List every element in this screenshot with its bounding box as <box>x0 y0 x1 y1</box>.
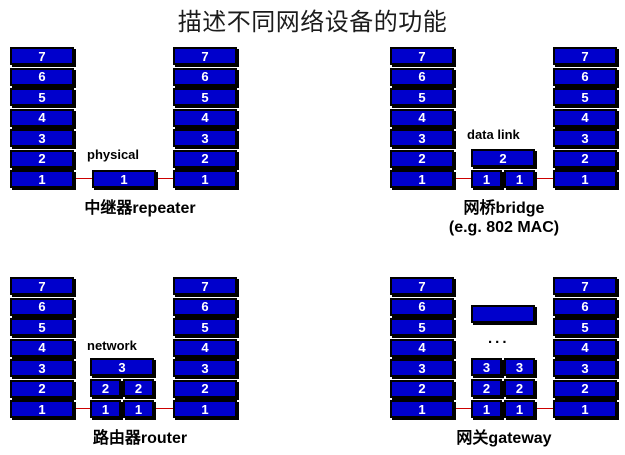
router-right-layer-3: 3 <box>173 359 237 377</box>
gateway-physical-box-right: 1 <box>504 400 535 418</box>
router-right-layer-7: 7 <box>173 277 237 295</box>
repeater-right-layer-4: 4 <box>173 108 237 127</box>
gateway-left-layer-7: 7 <box>390 277 454 295</box>
router-right-layer-2: 2 <box>173 379 237 398</box>
gateway-upper-layer-box <box>471 305 535 323</box>
bridge-right-layer-3: 3 <box>553 129 617 147</box>
repeater-right-layer-2: 2 <box>173 149 237 168</box>
gateway-network-box-right: 3 <box>504 358 535 376</box>
router-left-layer-1: 1 <box>10 400 74 418</box>
bridge-left-layer-1: 1 <box>390 170 454 188</box>
gateway-left-layer-2: 2 <box>390 379 454 398</box>
repeater-right-layer-1: 1 <box>173 170 237 188</box>
repeater-left-layer-3: 3 <box>10 129 74 147</box>
page-title: 描述不同网络设备的功能 <box>177 8 448 36</box>
repeater-physical-box: 1 <box>92 170 156 188</box>
repeater-left-layer-5: 5 <box>10 88 74 106</box>
bridge-datalink-box: 2 <box>471 149 535 167</box>
repeater-left-layer-4: 4 <box>10 108 74 127</box>
repeater-right-layer-7: 7 <box>173 47 237 65</box>
bridge-physical-box-right: 1 <box>504 170 535 188</box>
router-right-layer-1: 1 <box>173 400 237 418</box>
gateway-left-layer-1: 1 <box>390 400 454 418</box>
gateway-physical-box-left: 1 <box>471 400 502 418</box>
bridge-left-layer-7: 7 <box>390 47 454 65</box>
router-physical-box-left: 1 <box>90 400 121 418</box>
bridge-right-layer-1: 1 <box>553 170 617 188</box>
router-left-layer-6: 6 <box>10 297 74 316</box>
gateway-right-layer-5: 5 <box>553 318 617 336</box>
gateway-right-layer-2: 2 <box>553 379 617 398</box>
bridge-box-label: data link <box>467 127 520 142</box>
gateway-left-layer-5: 5 <box>390 318 454 336</box>
gateway-right-layer-1: 1 <box>553 400 617 418</box>
router-left-layer-3: 3 <box>10 359 74 377</box>
gateway-right-layer-7: 7 <box>553 277 617 295</box>
bridge-left-layer-4: 4 <box>390 108 454 127</box>
bridge-left-layer-3: 3 <box>390 129 454 147</box>
repeater-right-layer-6: 6 <box>173 67 237 86</box>
gateway-network-box-left: 3 <box>471 358 502 376</box>
gateway-ellipsis: ... <box>488 330 510 347</box>
router-right-layer-6: 6 <box>173 297 237 316</box>
repeater-right-layer-5: 5 <box>173 88 237 106</box>
repeater-box-label: physical <box>87 147 140 162</box>
gateway-datalink-box-right: 2 <box>504 379 535 397</box>
gateway-left-layer-6: 6 <box>390 297 454 316</box>
repeater-caption: 中继器repeater <box>84 200 196 217</box>
bridge-caption-line2: (e.g. 802 MAC) <box>448 219 560 236</box>
repeater-left-layer-1: 1 <box>10 170 74 188</box>
router-box-label: network <box>87 338 137 353</box>
router-left-layer-2: 2 <box>10 379 74 398</box>
gateway-left-layer-3: 3 <box>390 359 454 377</box>
router-left-layer-4: 4 <box>10 338 74 357</box>
repeater-left-layer-7: 7 <box>10 47 74 65</box>
repeater-left-layer-6: 6 <box>10 67 74 86</box>
router-caption: 路由器router <box>92 430 188 447</box>
bridge-right-layer-6: 6 <box>553 67 617 86</box>
repeater-left-layer-2: 2 <box>10 149 74 168</box>
router-left-layer-7: 7 <box>10 277 74 295</box>
router-datalink-box-right: 2 <box>123 379 154 397</box>
gateway-caption: 网关gateway <box>456 430 552 447</box>
gateway-left-layer-4: 4 <box>390 338 454 357</box>
router-right-layer-5: 5 <box>173 318 237 336</box>
router-right-layer-4: 4 <box>173 338 237 357</box>
router-network-box: 3 <box>90 358 154 376</box>
gateway-right-layer-6: 6 <box>553 297 617 316</box>
bridge-left-layer-6: 6 <box>390 67 454 86</box>
bridge-right-layer-7: 7 <box>553 47 617 65</box>
gateway-datalink-box-left: 2 <box>471 379 502 397</box>
router-left-layer-5: 5 <box>10 318 74 336</box>
router-physical-box-right: 1 <box>123 400 154 418</box>
router-datalink-box-left: 2 <box>90 379 121 397</box>
bridge-caption-line1: 网桥bridge <box>463 200 545 217</box>
bridge-physical-box-left: 1 <box>471 170 502 188</box>
bridge-right-layer-5: 5 <box>553 88 617 106</box>
bridge-left-layer-2: 2 <box>390 149 454 168</box>
gateway-right-layer-3: 3 <box>553 359 617 377</box>
repeater-right-layer-3: 3 <box>173 129 237 147</box>
bridge-right-layer-2: 2 <box>553 149 617 168</box>
bridge-left-layer-5: 5 <box>390 88 454 106</box>
gateway-right-layer-4: 4 <box>553 338 617 357</box>
bridge-right-layer-4: 4 <box>553 108 617 127</box>
